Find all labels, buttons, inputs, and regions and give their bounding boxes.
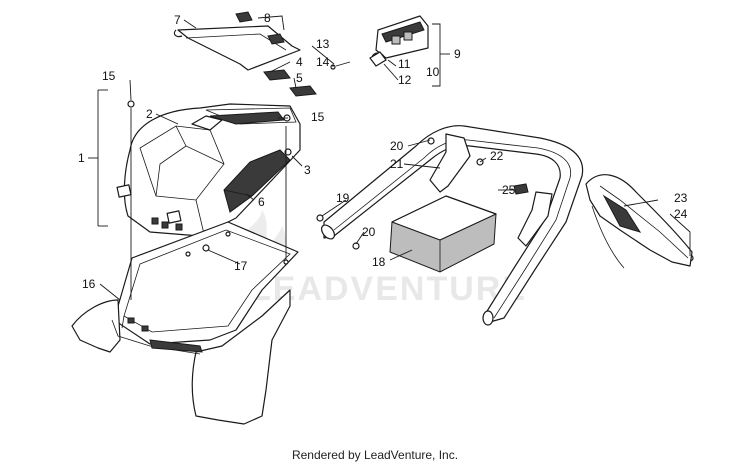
callout-11: 11 [398,57,411,71]
callout-23: 23 [674,191,688,205]
callout-8: 8 [264,11,271,25]
callout-7: 7 [174,13,181,27]
callout-12: 12 [398,73,412,87]
part-2-rear-cowl [116,103,301,237]
part-18-foam-pad [389,195,497,273]
part-20-nuts [352,137,435,250]
part-3-fastener [284,148,292,156]
part-4-pad [263,69,291,81]
callout-10: 10 [426,65,440,79]
callout-20b: 20 [362,225,376,239]
callout-18: 18 [372,255,386,269]
callout-2: 2 [146,107,153,121]
watermark-text: LEADVENTURE [250,270,527,308]
callout-14: 14 [316,55,330,69]
callout-labels: 15 2 1 7 8 4 5 15 3 6 17 16 13 14 11 12 … [78,11,688,291]
callout-19: 19 [336,191,350,205]
part-5-pad [289,85,317,97]
callout-5: 5 [296,71,303,85]
part-13-14-screw [330,61,351,70]
part-7-bracket-plate [173,25,301,71]
leader-lines [88,15,691,301]
callout-4: 4 [296,55,303,69]
part-19-bolt [316,214,324,222]
part-10-tail-light [375,15,429,59]
callout-17: 17 [234,259,248,273]
callout-20a: 20 [390,139,404,153]
callout-1: 1 [78,151,85,165]
callout-21: 21 [390,157,404,171]
callout-15a: 15 [102,69,116,83]
part-23-snowflap [585,174,693,269]
part-22-bracket [429,133,553,247]
part-21-bumper-bar [320,125,584,326]
callout-13: 13 [316,37,330,51]
callout-9: 9 [454,47,461,61]
callout-15b: 15 [311,110,325,124]
callout-16: 16 [82,277,96,291]
part-12-socket [369,51,387,67]
callout-25: 25 [502,183,516,197]
callout-22: 22 [490,149,504,163]
part-8-clips [235,11,285,45]
footer-credit: Rendered by LeadVenture, Inc. [291,448,459,462]
part-16-rear-tub [71,221,299,425]
part-25-clip [513,183,529,195]
callout-3: 3 [304,163,311,177]
callout-24: 24 [674,207,688,221]
callout-6: 6 [258,195,265,209]
